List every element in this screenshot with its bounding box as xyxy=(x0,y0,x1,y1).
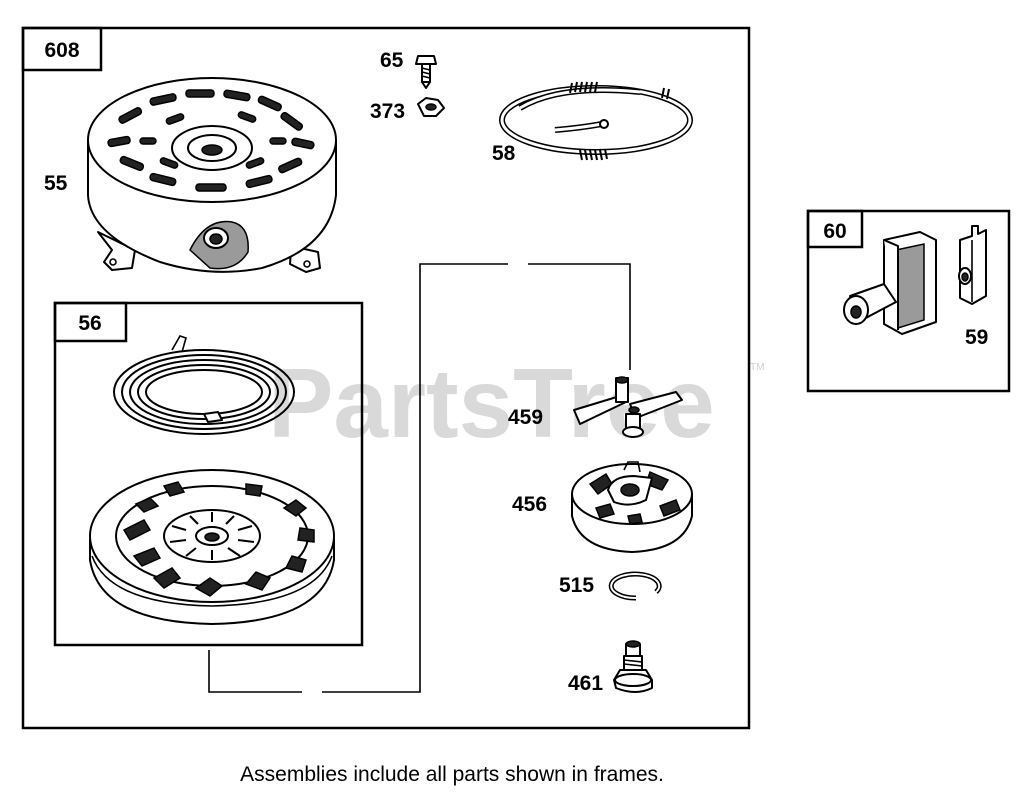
part-label-59: 59 xyxy=(965,326,988,349)
pawl-459[interactable] xyxy=(573,376,683,438)
retaining-ring-515[interactable] xyxy=(608,571,662,601)
footer-caption: Assemblies include all parts shown in fr… xyxy=(240,763,664,786)
handle-insert-59[interactable] xyxy=(958,225,987,305)
part-label-55: 55 xyxy=(44,172,68,195)
frame-56: 56 xyxy=(53,301,364,647)
shoulder-bolt-461[interactable] xyxy=(613,640,653,693)
nut-373[interactable] xyxy=(417,97,445,117)
frame-tag-56: 56 xyxy=(78,312,101,335)
frame-60: 60 xyxy=(806,209,1011,393)
frame-tag-608: 608 xyxy=(44,39,79,62)
part-label-461: 461 xyxy=(568,672,603,695)
part-label-58: 58 xyxy=(492,142,516,165)
rope-pulley[interactable] xyxy=(89,469,335,625)
starter-rope-58[interactable] xyxy=(499,81,693,161)
ratchet-456[interactable] xyxy=(571,461,693,553)
part-label-373: 373 xyxy=(370,100,405,123)
frame-tag-60: 60 xyxy=(823,220,846,243)
watermark-trademark: TM xyxy=(750,362,764,373)
recoil-spring[interactable] xyxy=(113,335,295,435)
part-label-459: 459 xyxy=(508,406,543,429)
starter-housing-55[interactable] xyxy=(87,77,337,273)
part-label-515: 515 xyxy=(559,574,594,597)
part-label-456: 456 xyxy=(512,493,547,516)
screw-65[interactable] xyxy=(415,55,437,89)
starter-handle-60[interactable] xyxy=(843,231,937,335)
part-label-65: 65 xyxy=(380,49,404,72)
frame-608: 608 xyxy=(21,26,751,730)
assembly-connector-lines xyxy=(208,263,631,693)
